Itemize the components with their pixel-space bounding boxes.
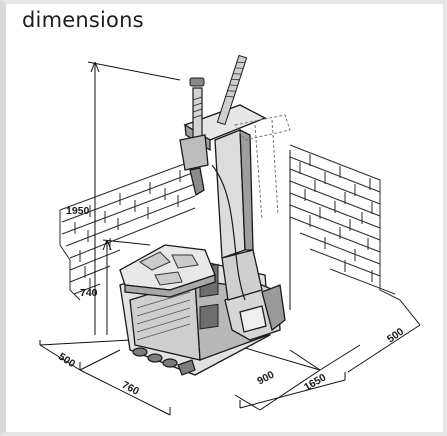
dim-label-width-base: 760: [120, 379, 141, 398]
dim-label-width-right: 500: [385, 325, 406, 345]
dim-label-depth-base: 900: [255, 369, 276, 388]
right-brick-wall: [289, 144, 401, 301]
section-title: dimensions: [22, 8, 144, 32]
tire-changer-machine: [119, 54, 291, 376]
dim-label-height-total: 1950: [66, 205, 90, 217]
dim-label-length-total: 1650: [302, 371, 328, 393]
floor-dimension-lines: [39, 299, 421, 416]
dim-label-depth-side: 500: [56, 351, 77, 371]
foot-pedals: [132, 347, 196, 376]
vertical-dimension-lines: [87, 61, 291, 335]
dim-label-height-table: 740: [80, 287, 98, 299]
